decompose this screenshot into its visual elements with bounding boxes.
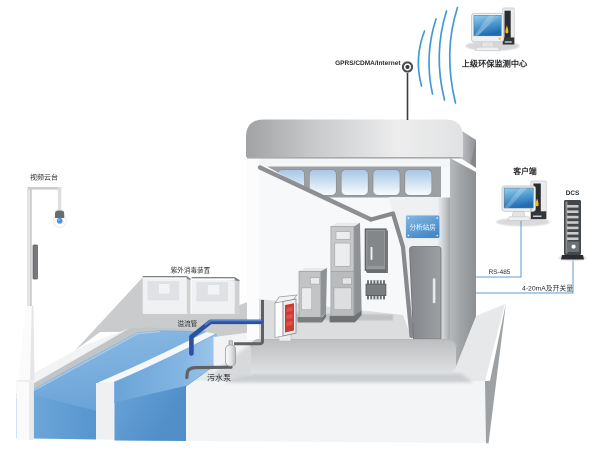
svg-text:DCS: DCS [566, 190, 580, 197]
svg-text:紫外消毒装置: 紫外消毒装置 [171, 266, 211, 275]
svg-text:污水泵: 污水泵 [207, 373, 231, 383]
svg-text:上级环保监测中心: 上级环保监测中心 [462, 59, 528, 69]
svg-text:客户端: 客户端 [513, 166, 537, 176]
svg-text:溢流管: 溢流管 [178, 319, 198, 328]
svg-text:RS-485: RS-485 [489, 269, 511, 276]
svg-text:分析站房: 分析站房 [410, 222, 437, 231]
svg-text:视频云台: 视频云台 [30, 173, 58, 182]
svg-text:4-20mA及开关量: 4-20mA及开关量 [522, 283, 573, 292]
svg-text:GPRS/CDMA/Internet: GPRS/CDMA/Internet [335, 60, 401, 67]
